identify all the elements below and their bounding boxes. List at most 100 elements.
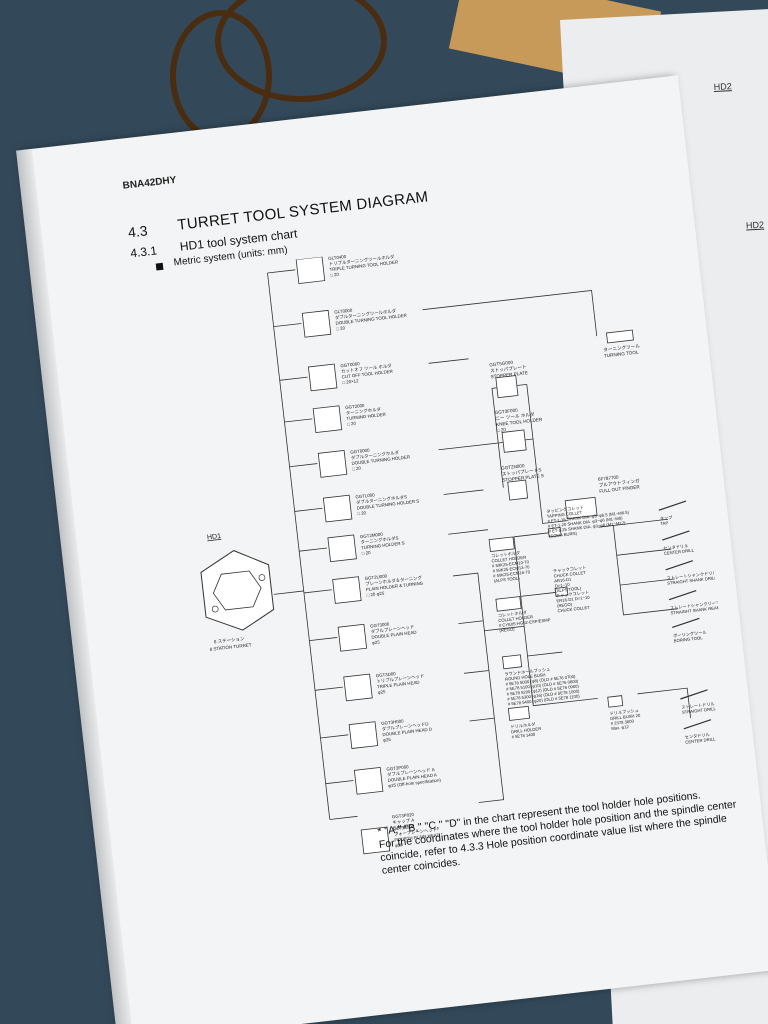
cutting-tool-label: ストレートドリル: [681, 701, 715, 710]
cutting-tool-icon: [658, 500, 687, 511]
holder-icon: [332, 576, 362, 604]
pull-out-finger-jp: プルアウトフィンガ: [598, 477, 640, 489]
subsection-number: 4.3.1: [129, 243, 158, 261]
manual-page: BNA42DHY 4.3 TURRET TOOL SYSTEM DIAGRAM …: [16, 75, 768, 1024]
collet-holder-2-line: コレットホルダ: [497, 609, 527, 619]
chuck-collet-line: ER16-D1 D=1~10: [556, 595, 590, 604]
chuck-collet-line: CHUCK COLLET: [557, 605, 590, 614]
holder-icon: [337, 623, 368, 652]
cutting-tool-label: CENTER DRILL: [664, 547, 695, 555]
cutting-tool-label: STRAIGHT SHANK REAMER: [670, 604, 726, 615]
holder-jp: ターニングホルダS: [360, 534, 399, 545]
stopper-plate-s-code: GGT2N000: [501, 463, 525, 471]
collet-holder-2-line: COLLET HOLDER: [498, 614, 533, 623]
knee-holder-jp: ニー ツール ホルダ: [495, 411, 535, 422]
cutting-tool-icon: [665, 560, 693, 571]
knee-holder-en: KNEE TOOL HOLDER: [496, 417, 543, 427]
holder-size: φ25: [395, 842, 404, 848]
turret-illustration: [200, 550, 275, 631]
round-hole-bush-line: ROUND HOLE BUSH: [505, 672, 546, 682]
cutting-tool-label: CENTER DRILL: [685, 736, 716, 744]
drill-bush-line: ドリルブッシュ: [609, 707, 639, 716]
drill-bush-line: Max. φ12: [611, 724, 630, 731]
holder-code: GGT3P020: [392, 812, 415, 820]
holder-en: TRIPLE PLAIN HEAD: [377, 680, 420, 690]
holder-en: PLAIN HOLDER & TURNING: [366, 581, 424, 593]
holder-code: GGT3P000: [386, 764, 409, 772]
cutting-tool-label: ストレートシャンクドリル: [666, 570, 717, 582]
holder-code: GLT3B000: [393, 824, 415, 831]
tool-icons: [488, 329, 634, 721]
bullet-square: [155, 262, 164, 271]
drill-holder-line: DRILL HOLDER: [511, 726, 542, 734]
chuck-collet-line: チャックコレット: [556, 590, 590, 600]
cutting-tool-label: STRAIGHT SHANK DRILL: [667, 575, 718, 586]
holder-size: φ25 (Off-hole specification): [388, 777, 442, 788]
holder-size: □ 20: [362, 550, 372, 556]
pull-out-finger-code: 6F787700: [598, 475, 620, 482]
stopper-plate-code: GGT5G000: [489, 360, 514, 368]
stopper-plate-s-en: STOPPER PLATE S: [502, 473, 544, 483]
holder-en: DOUBLE PLAIN HEAD A: [387, 772, 437, 783]
holder-size: □ 20 φ25: [366, 591, 385, 598]
holder-jp: キャップ A: [392, 818, 414, 826]
turret-name: HD1: [207, 533, 222, 542]
holder-en: CAP A: [393, 824, 406, 830]
holder-icon: [317, 450, 348, 478]
holder-size: φ25: [383, 737, 392, 743]
holder-code: GGT3D00: [376, 671, 397, 678]
holder-code: GGT3000: [370, 621, 390, 628]
holder-size: φ25: [372, 639, 381, 645]
holder-en: DOUBLE TURNING HOLDER: [351, 454, 410, 466]
holder-icon: [301, 309, 332, 338]
holder-code: GLT0400: [328, 254, 347, 261]
holder-en: FOURTH PLAIN HEAD: [394, 832, 440, 842]
cutting-tool-label: ストレートシャンクリーマ: [670, 600, 721, 612]
connector-lines: [267, 269, 691, 820]
holder-size: □ 20: [330, 272, 340, 278]
holder-en: CUT OFF TOOL HOLDER: [341, 369, 393, 380]
chuck-collet-line: AR16-D1: [554, 577, 572, 584]
cutting-tool-label: タップ: [659, 514, 673, 522]
holder-icon: [307, 363, 338, 392]
pull-out-finger-en: FULL OUT FINGER: [599, 484, 641, 494]
drill-holder-line: ドリルホルダ: [510, 721, 536, 731]
tapping-collet-line: タッピングコレット: [546, 504, 584, 515]
cutting-tool-label: TAP: [660, 520, 669, 526]
cutting-tool-icon: [662, 530, 690, 541]
cutting-tool-label: センタドリル: [684, 731, 710, 741]
turret-en: 8 STATION TURRET: [209, 642, 252, 652]
collet-holder-2-line: (REGO): [499, 626, 515, 633]
cutting-tool-icon: [680, 689, 708, 700]
document-id: BNA42DHY: [122, 174, 177, 192]
holder-jp: トリプルプレーンヘッド: [376, 673, 424, 684]
holder-size: □ 20: [347, 421, 357, 427]
holder-jp: ダブルプレーンヘッド: [370, 623, 414, 635]
cutting-tool-icon: [672, 617, 700, 629]
chuck-collet-line: CHUCK COLLET: [553, 570, 586, 579]
chuck-collet-line: (REGO): [557, 602, 573, 609]
holder-icon: [360, 826, 391, 855]
holder-en: DOUBLE PLAIN HEAD D: [382, 727, 432, 738]
holder-icon: [322, 494, 353, 523]
chuck-collet-line: D=1~10: [554, 582, 570, 589]
cutting-tool-icon: [668, 589, 697, 601]
cutting-tool-label: ボーリングツール: [673, 629, 707, 640]
holder-code: GGT3H000: [381, 718, 404, 726]
section-number: 4.3: [127, 222, 149, 241]
holder-icon: [353, 766, 384, 795]
collet-holder-1-line: # 59K25-ECM13-70: [492, 564, 530, 573]
holder-icon: [295, 256, 326, 284]
cable-loop: [215, 0, 387, 102]
turret-jp: 8 ステーション: [214, 636, 246, 645]
holder-code: GGT2U000: [364, 573, 387, 581]
knee-holder-code: GGT3F000: [494, 408, 518, 416]
holder-en: TURNING HOLDER: [346, 412, 386, 421]
cutting-tool-label: STRAIGHT DRILL: [682, 706, 717, 715]
holder-en: DOUBLE PLAIN HEAD: [371, 630, 417, 640]
cutting-tool-label: BORING TOOL: [673, 635, 703, 643]
tapping-collet-line: (SOMA BURN): [549, 531, 578, 539]
holder-code: GGT0000: [350, 448, 370, 455]
